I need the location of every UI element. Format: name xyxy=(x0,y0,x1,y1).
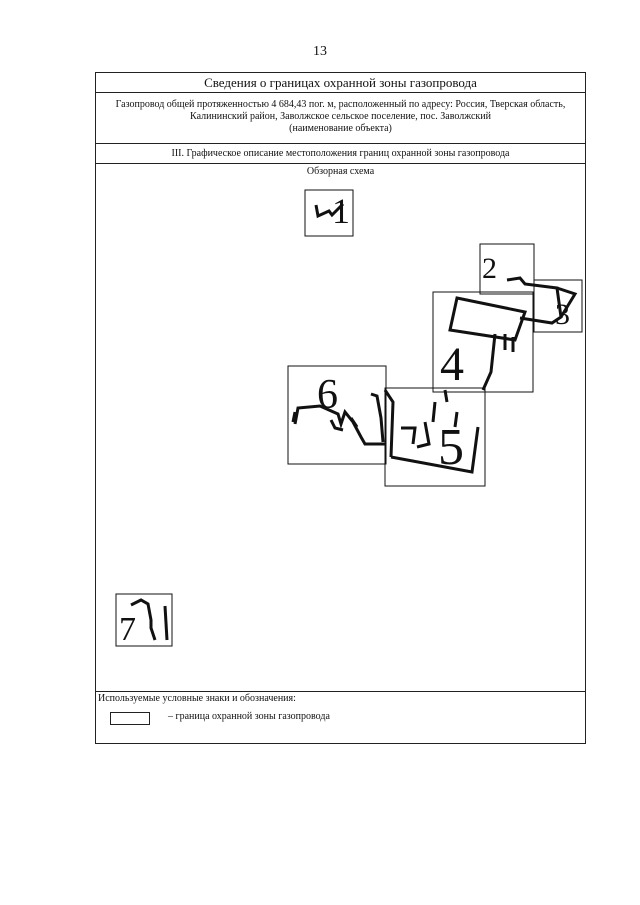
boundary-sheet-1 xyxy=(314,202,345,219)
object-description: Газопровод общей протяженностью 4 684,43… xyxy=(96,93,585,144)
boundary-sheet-6 xyxy=(293,404,385,446)
sheet-frame-5 xyxy=(384,387,486,487)
gas-pipeline-boundaries xyxy=(130,202,578,641)
boundary-sheet-6-branch xyxy=(291,392,385,443)
object-line-2: Калининский район, Заволжское сельское п… xyxy=(190,111,491,122)
boundary-sheet-4 xyxy=(448,296,527,342)
scheme-title: Обзорная схема xyxy=(306,166,375,177)
legend-heading: Используемые условные знаки и обозначени… xyxy=(96,691,585,704)
sheet-frame-6 xyxy=(287,365,387,465)
object-line-1: Газопровод общей протяженностью 4 684,43… xyxy=(115,99,566,110)
boundary-sheet-7 xyxy=(130,598,157,641)
boundary-sheet-4-branch xyxy=(481,333,515,391)
boundary-sheet-5 xyxy=(383,389,480,474)
sheet-frame-1 xyxy=(304,189,354,237)
document-title: Сведения о границах охранной зоны газопр… xyxy=(96,73,585,93)
document-frame: Сведения о границах охранной зоны газопр… xyxy=(95,72,586,744)
sheet-label-2: 2 xyxy=(482,252,497,285)
sheet-frame-7 xyxy=(115,593,173,647)
boundary-sheet-5-branch xyxy=(401,389,459,449)
boundary-sheet-3 xyxy=(556,286,578,318)
sheet-label-3: 3 xyxy=(555,298,570,331)
overview-scheme: 1 2 3 4 5 6 7 xyxy=(115,189,583,648)
legend-boundary-symbol xyxy=(110,712,150,725)
boundary-sheet-7-right xyxy=(163,605,169,641)
sheet-frame-4 xyxy=(432,291,534,393)
sheet-label-4: 4 xyxy=(440,338,464,391)
legend-boundary-text: – граница охранной зоны газопровода xyxy=(168,711,330,722)
sheet-frame-2 xyxy=(479,243,535,295)
sheet-label-5: 5 xyxy=(438,419,464,476)
sheet-label-7: 7 xyxy=(119,611,136,648)
page-number: 13 xyxy=(313,44,327,59)
sheet-frame-3 xyxy=(533,279,583,333)
object-line-3: (наименование объекта) xyxy=(289,123,392,134)
sheet-label-6: 6 xyxy=(317,372,338,418)
section-title: III. Графическое описание местоположения… xyxy=(96,144,585,164)
sheet-label-1: 1 xyxy=(332,191,350,231)
sheet-labels: 1 2 3 4 5 6 7 xyxy=(119,191,570,648)
